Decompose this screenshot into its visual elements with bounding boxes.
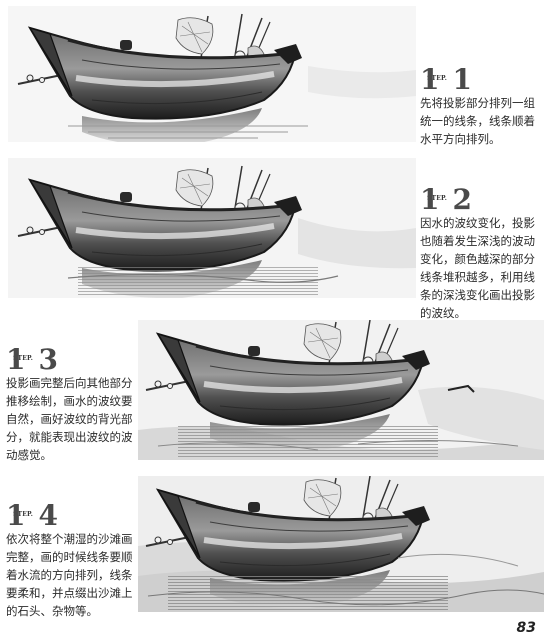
step-2-illustration (8, 158, 416, 298)
step-3-illustration (138, 320, 544, 460)
step-1-illustration (8, 6, 416, 142)
step-label: STEP. (13, 511, 33, 518)
step-4-illustration (138, 476, 544, 612)
step-1-description: 先将投影部分排列一组统一的线条，线条顺着水平方向排列。 (420, 96, 535, 146)
step-label: STEP. (427, 195, 447, 202)
step-label: STEP. (427, 75, 447, 82)
step-3-description: 投影画完整后向其他部分推移绘制，画水的波纹要自然，画好波纹的背光部分，就能表现出… (6, 376, 133, 462)
step-2-description: 因水的波纹变化，投影也随着发生深浅的波动变化，颜色越深的部分线条堆积越多，利用线… (420, 216, 535, 320)
step-label: STEP. (13, 355, 33, 362)
page-number: 83 (516, 620, 536, 636)
step-4-description: 依次将整个潮湿的沙滩画完整，画的时候线条要顺着水流的方向排列，线条要柔和，并点缀… (6, 532, 133, 618)
